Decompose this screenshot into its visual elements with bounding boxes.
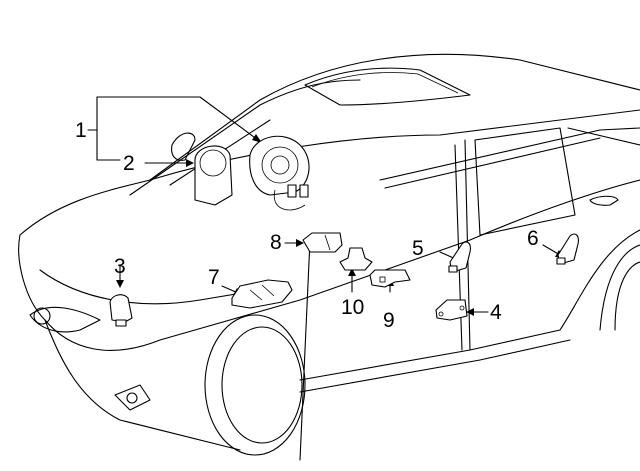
callout-1: 1	[75, 119, 87, 142]
part-2-steering-angle-sensor	[194, 145, 233, 206]
part-5-side-sensor	[448, 241, 471, 273]
callout-6: 6	[527, 227, 539, 250]
callout-3: 3	[114, 255, 126, 278]
car-outline	[18, 53, 640, 461]
callout-9: 9	[383, 309, 395, 332]
callout-4: 4	[490, 301, 502, 324]
callout-7: 7	[208, 266, 220, 289]
callout-5: 5	[412, 237, 424, 260]
callout-8: 8	[270, 231, 282, 254]
part-3-front-sensor	[109, 294, 133, 327]
part-6-rear-sensor	[556, 233, 579, 265]
part-9-bracket	[369, 269, 411, 288]
callout-10: 10	[341, 296, 365, 319]
part-10-bracket	[339, 247, 373, 271]
leader-lines	[87, 96, 564, 316]
part-7-airbag-module	[231, 279, 293, 309]
part-4-side-sensor	[435, 299, 468, 321]
callout-2: 2	[123, 152, 135, 175]
part-1-spiral-cable	[249, 135, 310, 211]
part-8-control-module	[302, 232, 343, 253]
